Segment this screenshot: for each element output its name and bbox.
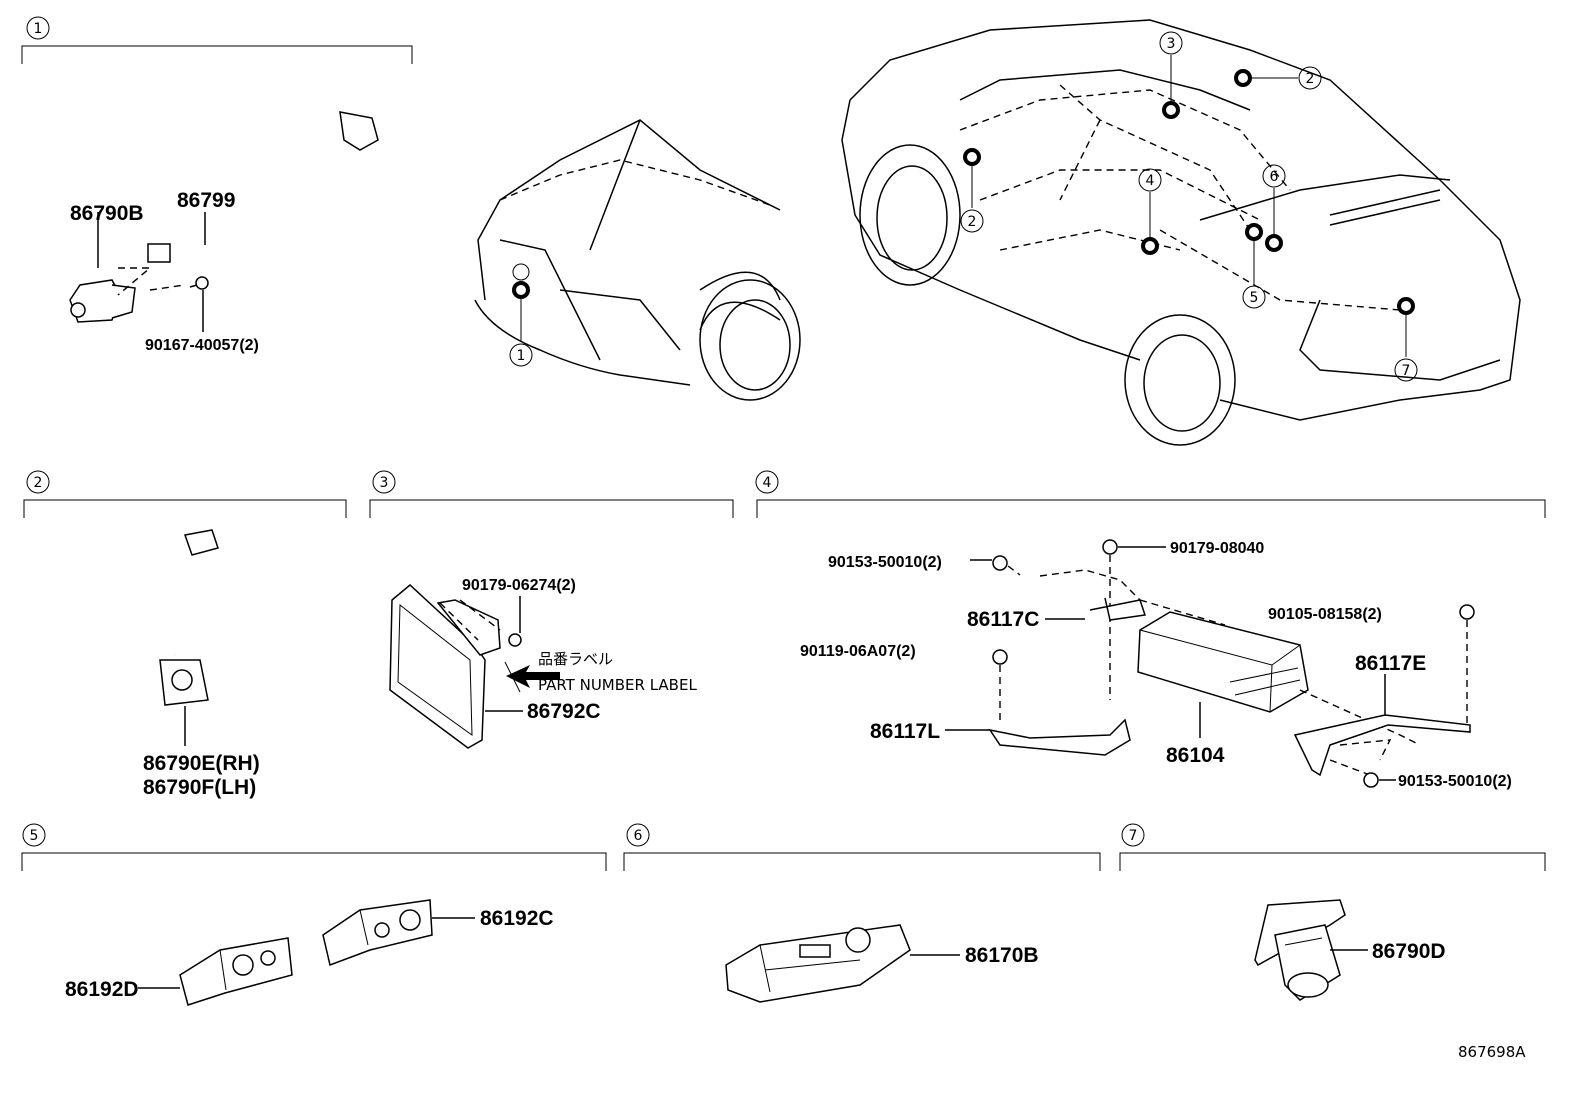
overview-callout-7: 7 (1402, 363, 1411, 379)
label-90119-06a07: 90119-06A07(2) (800, 643, 916, 660)
callout-marker-1 (512, 281, 530, 299)
front-car-view: 1 (474, 119, 801, 401)
label-86790f-lh: 86790F(LH) (143, 776, 256, 799)
label-86104: 86104 (1166, 744, 1225, 767)
svg-text:4: 4 (763, 475, 772, 491)
section-2: 2 86790E(RH) 86790F(LH) (23, 470, 347, 799)
section-7: 7 86790D (1119, 823, 1546, 1001)
camera-86790e-shape (146, 529, 219, 706)
label-90179-08040: 90179-08040 (1170, 540, 1264, 557)
rear-car-view (841, 19, 1521, 446)
part-number-label-arrow-icon (504, 661, 560, 693)
section-3: 3 90179-06274(2) 品番ラベル PART NUMBER LABEL… (369, 470, 734, 749)
svg-text:7: 7 (1129, 828, 1138, 844)
label-86790e-rh: 86790E(RH) (143, 752, 260, 775)
label-86799: 86799 (177, 189, 235, 212)
label-86792c: 86792C (527, 700, 601, 723)
section-4: 4 90153-50010(2) 90179-0 (755, 470, 1546, 790)
harness-86799-shape (147, 111, 379, 263)
overview-callout-2a: 2 (968, 214, 977, 230)
module-86104-shape (1137, 611, 1309, 713)
switch-86192d-shape (179, 937, 293, 1006)
label-86192d: 86192D (65, 978, 139, 1001)
note-part-number-label-jp: 品番ラベル (538, 650, 613, 668)
svg-text:5: 5 (30, 828, 39, 844)
label-90179-06274: 90179-06274(2) (462, 577, 576, 594)
label-90167-40057: 90167-40057(2) (145, 337, 259, 354)
section-5: 5 86192C 86192D (21, 823, 607, 1006)
switch-86192c-shape (322, 899, 433, 967)
svg-text:1: 1 (34, 21, 43, 37)
label-86117c: 86117C (967, 608, 1039, 631)
note-part-number-label-en: PART NUMBER LABEL (538, 676, 697, 694)
section-number-1: 1 (26, 16, 50, 40)
overview-callout-6: 6 (1270, 169, 1279, 185)
label-90105-08158: 90105-08158(2) (1268, 606, 1382, 623)
section-6: 6 86170B (623, 823, 1101, 1003)
label-86790b: 86790B (70, 202, 144, 225)
label-90153-50010-a: 90153-50010(2) (828, 554, 942, 571)
label-86117l: 86117L (870, 720, 940, 743)
section-bracket (21, 45, 413, 64)
label-90153-50010-b: 90153-50010(2) (1398, 773, 1512, 790)
bolt-90167-shape (189, 276, 209, 290)
label-86170b: 86170B (965, 944, 1039, 967)
label-86790d: 86790D (1372, 940, 1446, 963)
label-86192c: 86192C (480, 907, 554, 930)
overview-callouts: 3 2 2 4 5 6 7 (960, 31, 1418, 382)
overview-callout-5: 5 (1250, 290, 1259, 306)
overview-callout-4: 4 (1146, 173, 1155, 189)
label-86117e: 86117E (1355, 652, 1426, 675)
camera-86790d-shape (1254, 899, 1346, 1001)
figure-id: 867698A (1458, 1043, 1526, 1061)
svg-text:3: 3 (380, 475, 389, 491)
overview-callout-2b: 2 (1306, 71, 1315, 87)
svg-text:2: 2 (34, 475, 43, 491)
camera-86790b-shape (69, 279, 136, 323)
remote-86170b-shape (725, 924, 911, 1003)
overview-callout-1: 1 (517, 348, 526, 364)
svg-text:6: 6 (634, 828, 643, 844)
overview-callout-3: 3 (1167, 36, 1176, 52)
module-86792c-shape (389, 584, 522, 749)
section-1: 1 86790B 86799 90167-40057(2) (21, 16, 413, 354)
